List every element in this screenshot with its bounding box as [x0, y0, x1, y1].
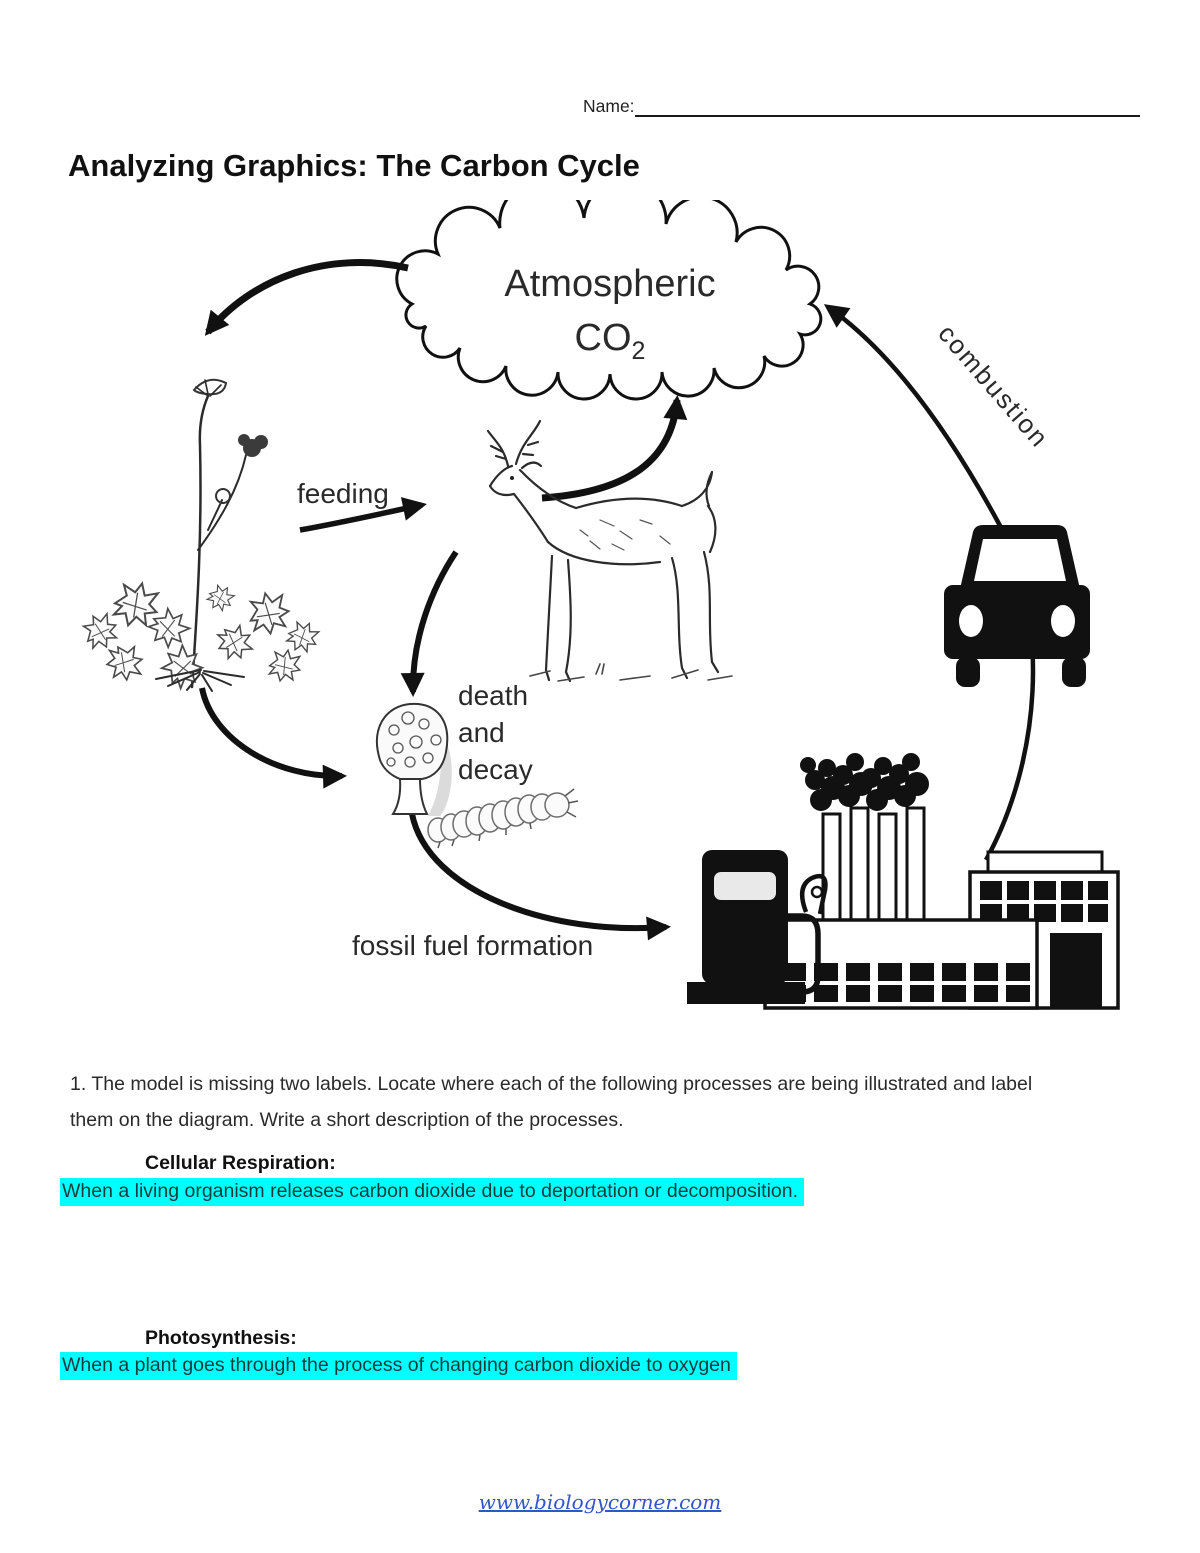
name-field-row: Name:	[583, 96, 1140, 117]
death-label-3: decay	[458, 754, 533, 785]
cloud-label-line1: Atmospheric	[504, 263, 715, 305]
question-1-text: 1. The model is missing two labels. Loca…	[70, 1073, 1033, 1131]
photosynthesis-answer: When a plant goes through the process of…	[60, 1352, 737, 1380]
mushroom-illustration	[375, 702, 452, 816]
page-title: Analyzing Graphics: The Carbon Cycle	[68, 148, 640, 183]
arrow-fossil-fuel	[409, 813, 671, 941]
combustion-label: combustion	[932, 319, 1055, 454]
caterpillar-illustration	[427, 788, 579, 849]
footer: www.biologycorner.com	[0, 1490, 1200, 1514]
carbon-cycle-diagram: Atmospheric CO2 combustion feeding death…	[77, 200, 1120, 1010]
arrow-plant-to-decay	[199, 687, 347, 789]
death-label-2: and	[458, 717, 505, 748]
fossil-fuel-label: fossil fuel formation	[352, 930, 593, 961]
factory-icon	[763, 753, 1120, 1010]
gas-pump-icon	[687, 850, 828, 1004]
cellular-respiration-label: Cellular Respiration:	[145, 1152, 336, 1174]
plant-illustration	[77, 378, 323, 695]
name-blank-line	[634, 97, 1140, 117]
smoke-plumes	[800, 753, 929, 811]
co2-cloud-icon: Atmospheric CO2	[395, 200, 823, 401]
cloud-label-formula: CO2	[575, 317, 646, 365]
feeding-label: feeding	[297, 478, 389, 509]
death-label-1: death	[458, 680, 528, 711]
arrow-cloud-to-plant	[204, 259, 409, 336]
deer-illustration	[486, 419, 733, 683]
biologycorner-link[interactable]: www.biologycorner.com	[478, 1490, 722, 1514]
name-label: Name:	[583, 96, 635, 116]
arrow-deer-to-decay	[400, 550, 459, 697]
cellular-respiration-answer: When a living organism releases carbon d…	[60, 1178, 805, 1206]
car-icon	[944, 525, 1090, 687]
arrow-feeding	[299, 497, 427, 533]
photosynthesis-label: Photosynthesis:	[145, 1327, 297, 1349]
arrow-deer-to-cloud	[541, 395, 688, 502]
